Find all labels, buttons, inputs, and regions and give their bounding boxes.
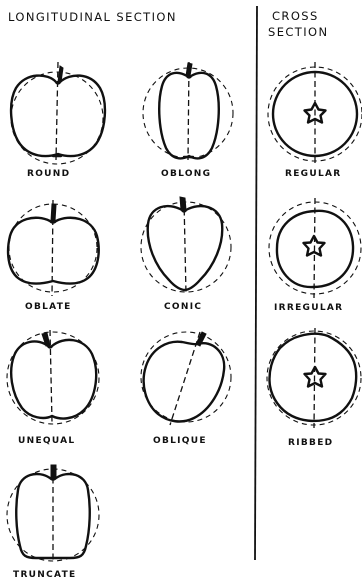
conic-stem (180, 197, 186, 210)
label-regular: REGULAR (285, 169, 342, 179)
section-divider-line (255, 6, 257, 560)
cross-section-header-line1: CROSS (272, 9, 319, 23)
truncate-stem (51, 465, 56, 478)
ribbed-cross-section-figure (267, 328, 361, 428)
ribbed-core-axis (314, 328, 315, 428)
round-core-axis (56, 62, 58, 160)
unequal-apple-outline (11, 340, 96, 419)
oblate-apple-figure (8, 200, 99, 296)
oblate-stem (51, 204, 56, 221)
unequal-core-axis (50, 330, 52, 422)
oblique-apple-figure (141, 332, 231, 425)
label-oblique: OBLIQUE (153, 436, 207, 446)
label-unequal: UNEQUAL (18, 436, 75, 446)
label-ribbed: RIBBED (288, 438, 333, 448)
irregular-core-axis (314, 198, 315, 298)
regular-cross-section-figure (268, 62, 362, 166)
longitudinal-section-header: LONGITUDINAL SECTION (8, 10, 177, 24)
oblong-apple-figure (143, 62, 233, 160)
oblique-core-axis (170, 332, 200, 425)
label-irregular: IRREGULAR (274, 303, 343, 313)
cross-section-header-line2: SECTION (268, 25, 328, 39)
label-round: ROUND (27, 169, 70, 179)
label-conic: CONIC (164, 302, 202, 312)
truncate-apple-figure (7, 465, 99, 562)
unequal-apple-figure (7, 330, 99, 424)
label-oblong: OBLONG (161, 169, 211, 179)
label-oblate: OBLATE (25, 302, 72, 312)
oblate-apple-outline (8, 218, 99, 284)
oblique-reference-circle (141, 332, 231, 422)
oblong-stem (186, 63, 192, 76)
conic-apple-figure (141, 197, 231, 294)
ribbed-outline (269, 334, 356, 421)
irregular-cross-section-figure (269, 198, 361, 298)
round-apple-figure (11, 62, 105, 164)
conic-core-axis (184, 200, 186, 294)
label-truncate: TRUNCATE (13, 570, 76, 579)
